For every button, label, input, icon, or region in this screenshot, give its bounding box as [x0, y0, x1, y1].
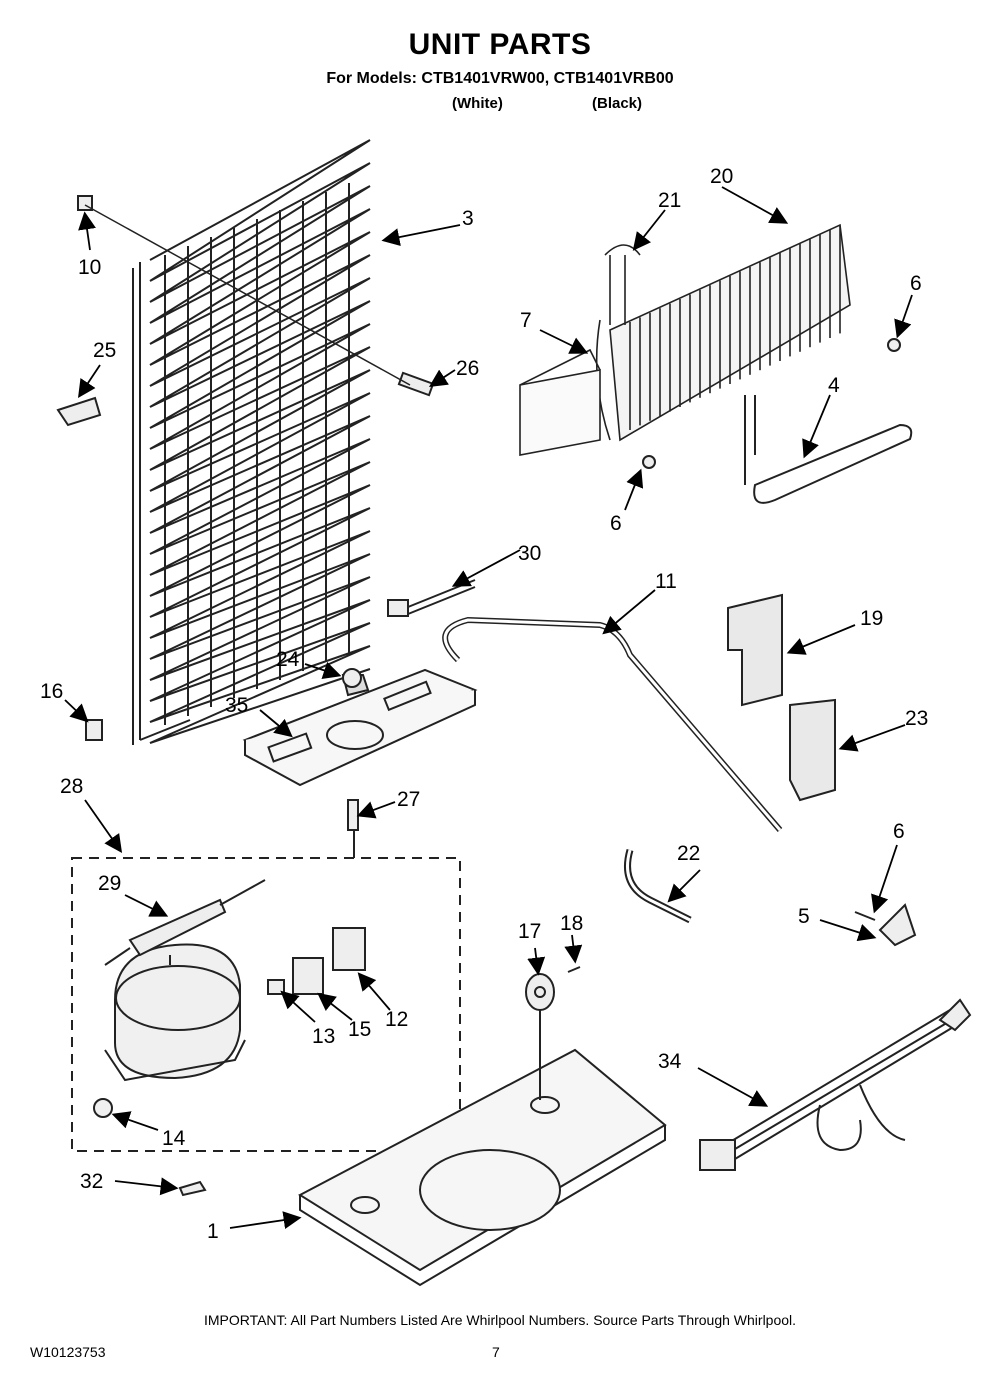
- callout-18: 18: [560, 912, 583, 935]
- callout-4: 4: [828, 374, 840, 397]
- mounting-bracket: [854, 903, 917, 947]
- document-number: W10123753: [30, 1344, 106, 1360]
- callout-35: 35: [225, 694, 248, 717]
- important-notice: IMPORTANT: All Part Numbers Listed Are W…: [203, 1312, 797, 1328]
- capillary-tube: [442, 616, 783, 832]
- callout-6: 6: [610, 512, 622, 535]
- callout-30: 30: [518, 542, 541, 565]
- page-number: 7: [492, 1344, 500, 1360]
- compressor: [93, 943, 246, 1118]
- callout-6: 6: [893, 820, 905, 843]
- callout-24: 24: [276, 648, 300, 671]
- callout-22: 22: [677, 842, 700, 865]
- callout-29: 29: [98, 872, 121, 895]
- coil-mounting-line: [84, 204, 411, 386]
- callout-28: 28: [60, 775, 83, 798]
- variant-black-label: (Black): [592, 95, 643, 112]
- callout-17: 17: [518, 920, 541, 943]
- fasteners: [56, 195, 901, 1197]
- callout-7: 7: [520, 309, 532, 332]
- callout-16: 16: [40, 680, 63, 703]
- base-plate: [297, 1010, 667, 1287]
- grommet-and-screw: [525, 966, 581, 1011]
- callout-26: 26: [456, 357, 479, 380]
- defrost-heater: [744, 395, 913, 504]
- callout-1: 1: [207, 1220, 219, 1243]
- callout-27: 27: [397, 788, 420, 811]
- callout-numbers: 1 3 4 5 6 6 6 7 10 11 12 13 14 15 16 17 …: [40, 165, 928, 1243]
- callout-20: 20: [710, 165, 733, 188]
- callout-23: 23: [905, 707, 928, 730]
- callout-13: 13: [312, 1025, 335, 1048]
- callout-12: 12: [385, 1008, 408, 1031]
- callout-15: 15: [348, 1018, 371, 1041]
- compressor-assembly-box: [71, 857, 461, 1152]
- wiring-harness: [699, 998, 972, 1171]
- leader-lines: [64, 186, 913, 1229]
- callout-25: 25: [93, 339, 116, 362]
- callout-32: 32: [80, 1170, 103, 1193]
- page-title: UNIT PARTS: [408, 28, 592, 61]
- drain-pan: [242, 668, 478, 787]
- callout-19: 19: [860, 607, 883, 630]
- insulation-pads: [727, 593, 836, 802]
- callout-34: 34: [658, 1050, 682, 1073]
- callout-5: 5: [798, 905, 810, 928]
- variant-white-label: (White): [452, 95, 503, 112]
- callout-3: 3: [462, 207, 474, 230]
- callout-11: 11: [655, 570, 677, 593]
- callout-21: 21: [658, 189, 681, 212]
- condenser-coil: [132, 139, 371, 745]
- filter-drier: [104, 879, 266, 966]
- callout-6: 6: [910, 272, 922, 295]
- callout-10: 10: [78, 256, 101, 279]
- callout-14: 14: [162, 1127, 186, 1150]
- model-numbers: For Models: CTB1401VRW00, CTB1401VRB00: [326, 70, 674, 87]
- thermistor-probe: [387, 579, 476, 617]
- evaporator: [519, 223, 851, 456]
- relay-overload: [267, 927, 366, 995]
